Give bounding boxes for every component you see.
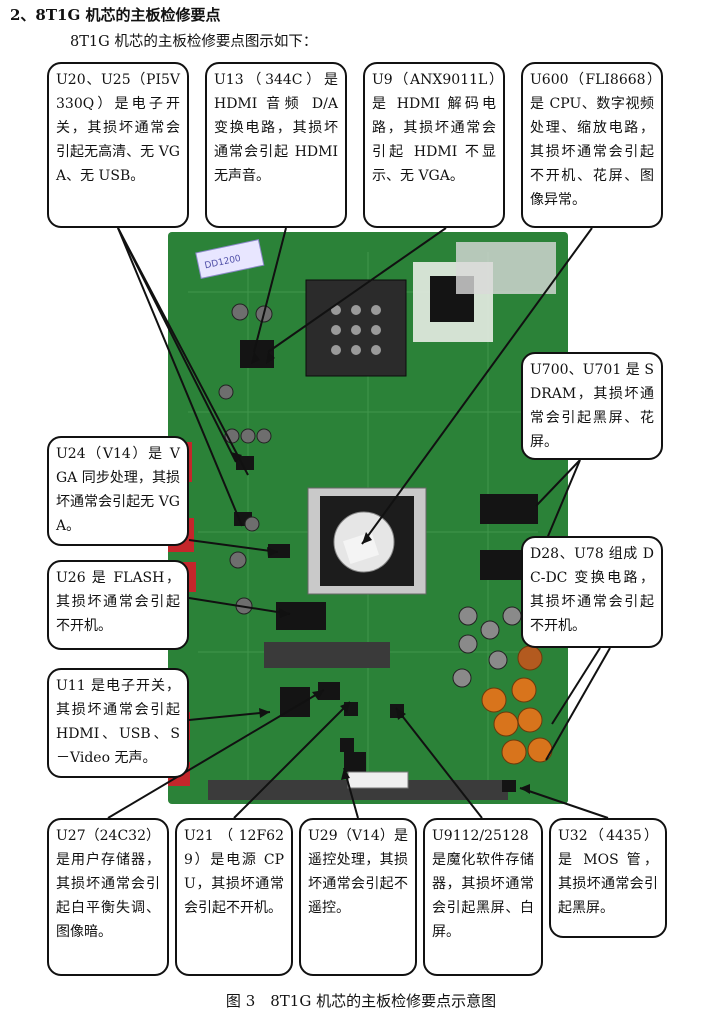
callout-u600: U600（FLI8668）是 CPU、数字视频处理、缩放电路，其损坏通常会引起不… — [521, 62, 663, 228]
section-heading: 2、8T1G 机芯的主板检修要点 — [10, 6, 221, 24]
callout-u9: U9（ANX9011L）是 HDMI 解码电路，其损坏通常会引起 HDMI 不显… — [363, 62, 505, 228]
callout-u13: U13（344C）是 HDMI 音频 D/A 变换电路，其损坏通常会引起 HDM… — [205, 62, 347, 228]
callout-u700-u701: U700、U701 是 SDRAM，其损坏通常会引起黑屏、花屏。 — [521, 352, 663, 460]
callout-u24: U24（V14）是 VGA 同步处理，其损坏通常会引起无 VGA。 — [47, 436, 189, 546]
sdram-u700 — [480, 494, 538, 524]
callout-u21: U21（12F629）是电源 CPU，其损坏通常会引起不开机。 — [175, 818, 293, 976]
callout-d28-u78: D28、U78 组成 DC-DC 变换电路，其损坏通常会引起不开机。 — [521, 536, 663, 648]
intro-text: 8T1G 机芯的主板检修要点图示如下： — [70, 34, 318, 50]
flash-u26 — [276, 602, 326, 630]
chip-u13 — [240, 340, 274, 368]
inductor-coil — [517, 645, 543, 671]
callout-u9112: U9112/25128 是魔化软件存储器，其损坏通常会引起黑屏、白屏。 — [423, 818, 543, 976]
callout-u26: U26 是 FLASH，其损坏通常会引起不开机。 — [47, 560, 189, 650]
bottom-white-connector — [347, 771, 409, 789]
connector-top-right — [456, 242, 556, 294]
pcb-board-photo: DD1200 — [168, 232, 568, 804]
figure-caption: 图 3 8T1G 机芯的主板检修要点示意图 — [225, 992, 497, 1010]
thermal-pad-grid — [331, 305, 381, 355]
callout-u29: U29（V14）是遥控处理，其损坏通常会引起不遥控。 — [299, 818, 417, 976]
capacitors-right — [452, 606, 522, 688]
callout-u32: U32（4435）是 MOS 管，其损坏通常会引起黑屏。 — [549, 818, 667, 938]
pin-header — [264, 642, 390, 668]
callout-u27: U27（24C32）是用户存储器，其损坏通常会引起白平衡失调、图像暗。 — [47, 818, 169, 976]
callout-u20-u25: U20、U25（PI5V330Q）是电子开关，其损坏通常会引起无高清、无 VGA… — [47, 62, 189, 228]
callout-u11: U11 是电子开关，其损坏通常会引起 HDMI、USB、S－Video 无声。 — [47, 668, 189, 778]
